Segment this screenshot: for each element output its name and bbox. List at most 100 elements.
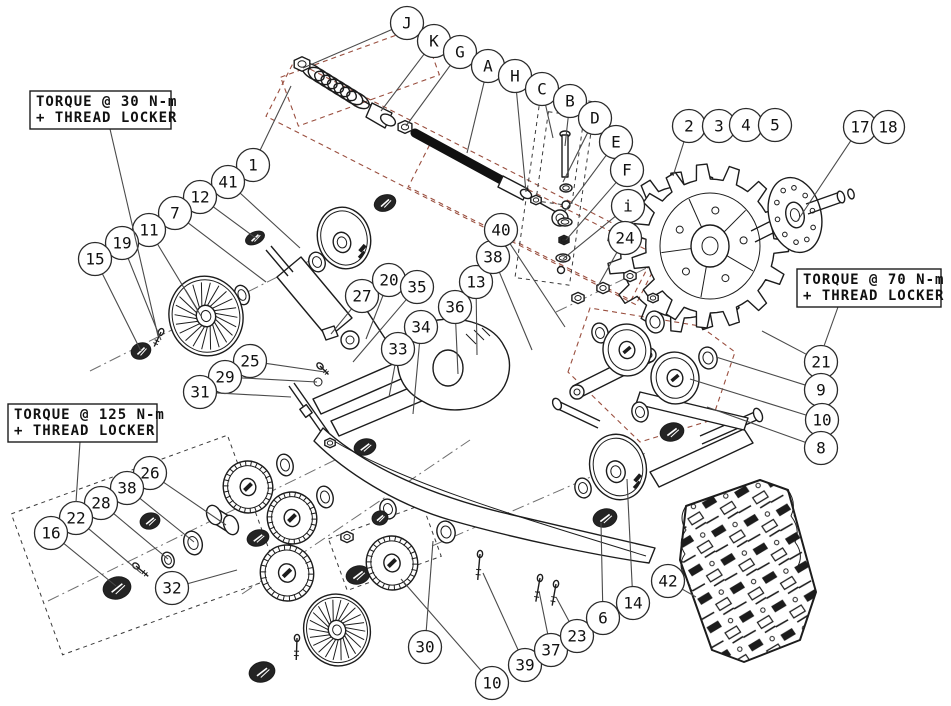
- callout-42: 42: [650, 563, 686, 599]
- end-cap: [373, 194, 397, 212]
- callout-balloon: [650, 563, 686, 599]
- leader-line: [388, 365, 396, 398]
- ring-washer: [559, 183, 573, 193]
- leader-line: [564, 154, 607, 212]
- callout-balloon: [389, 5, 425, 41]
- callout-balloon: [442, 34, 478, 70]
- callout-5: 5: [757, 107, 793, 143]
- screw: [475, 549, 484, 580]
- screw: [153, 327, 165, 347]
- callout-label: 33: [388, 340, 407, 359]
- callout-label: 26: [140, 464, 159, 483]
- leader-line: [216, 392, 292, 398]
- leader-line: [405, 65, 451, 127]
- torque-note: TORQUE @ 30 N-m+ THREAD LOCKER: [29, 90, 177, 337]
- leader-line: [365, 295, 384, 340]
- leader-line: [509, 243, 566, 328]
- callout-label: K: [429, 32, 439, 51]
- spoked-idler-wheel-bottom: [302, 593, 372, 667]
- torque-note-line2: + THREAD LOCKER: [36, 110, 177, 126]
- callout-1: 1: [235, 147, 271, 183]
- callout-balloon: [235, 147, 271, 183]
- callout-label: 25: [240, 352, 259, 371]
- callout-15: 15: [77, 241, 113, 277]
- leader-line: [562, 132, 589, 183]
- disc-idler-wheel-rear: [588, 433, 648, 501]
- leader-line: [101, 273, 142, 352]
- callout-label: 8: [816, 439, 826, 458]
- hex-nut: [647, 292, 659, 304]
- leader-line: [562, 216, 616, 260]
- hex-nut: [571, 291, 585, 305]
- callout-16: 16: [33, 515, 69, 551]
- callout-balloon: [407, 629, 443, 665]
- axis-line: [47, 459, 336, 602]
- callout-19: 19: [104, 225, 140, 261]
- callout-8: 8: [803, 430, 839, 466]
- callout-label: 4: [741, 116, 751, 135]
- callout-9: 9: [803, 372, 839, 408]
- callout-label: 34: [411, 318, 430, 337]
- leader-line: [75, 441, 81, 503]
- callout-label: 1: [248, 156, 258, 175]
- callout-label: 13: [466, 273, 485, 292]
- callout-balloon: [615, 585, 651, 621]
- leader-line: [626, 478, 633, 587]
- callout-label: G: [455, 43, 465, 62]
- callout-balloon: [483, 212, 519, 248]
- torque-note: TORQUE @ 70 N-m+ THREAD LOCKER: [796, 268, 943, 347]
- hardware-layer: [102, 56, 718, 683]
- leader-line: [400, 578, 482, 671]
- leader-line: [157, 243, 202, 317]
- leader-line: [212, 206, 258, 240]
- disc-idler-wheel-upper: [316, 206, 372, 270]
- leader-line: [597, 252, 618, 287]
- callout-label: 41: [218, 173, 237, 192]
- track-segment: [679, 479, 817, 663]
- end-cap: [102, 576, 132, 600]
- leader-line: [239, 192, 301, 249]
- bolt-stack: [556, 130, 571, 275]
- ring-washer: [316, 485, 334, 509]
- shock-absorber: [265, 245, 360, 350]
- bolt-inner-box: [535, 111, 585, 207]
- leader-line: [823, 306, 839, 347]
- callout-label: 38: [483, 248, 502, 267]
- callout-label: 23: [567, 627, 586, 646]
- callout-35: 35: [399, 269, 435, 305]
- callout-label: 37: [541, 641, 560, 660]
- screw: [316, 362, 329, 375]
- callout-balloon: [607, 220, 643, 256]
- callout-label: 38: [117, 479, 136, 498]
- callout-18: 18: [870, 109, 906, 145]
- torque-note-line1: TORQUE @ 30 N-m: [36, 94, 177, 110]
- callout-label: 6: [598, 609, 608, 628]
- callout-balloon: [109, 470, 145, 506]
- callout-label: 20: [379, 271, 398, 290]
- leader-line: [266, 362, 326, 373]
- callout-23: 23: [559, 618, 595, 654]
- callout-label: 22: [66, 509, 85, 528]
- leader-line: [761, 330, 807, 355]
- callout-balloon: [437, 289, 473, 325]
- callout-label: C: [537, 80, 547, 99]
- callout-F: F: [609, 152, 645, 188]
- toothed-wheel-4: [365, 535, 419, 591]
- ring-washer: [161, 551, 175, 569]
- callout-7: 7: [157, 195, 193, 231]
- leader-line: [425, 540, 434, 631]
- toothed-wheel-1: [222, 460, 274, 514]
- callout-label: 36: [445, 298, 464, 317]
- torque-note-line2: + THREAD LOCKER: [14, 423, 155, 439]
- callout-label: 39: [515, 656, 534, 675]
- end-cap: [139, 512, 161, 530]
- callout-label: 31: [190, 383, 209, 402]
- callout-27: 27: [344, 278, 380, 314]
- callout-label: H: [510, 67, 520, 86]
- leader-line: [241, 377, 318, 383]
- callout-39: 39: [507, 647, 543, 683]
- callout-label: 28: [91, 494, 110, 513]
- bogie-wheel-1: [602, 323, 652, 377]
- callout-balloon: [83, 485, 119, 521]
